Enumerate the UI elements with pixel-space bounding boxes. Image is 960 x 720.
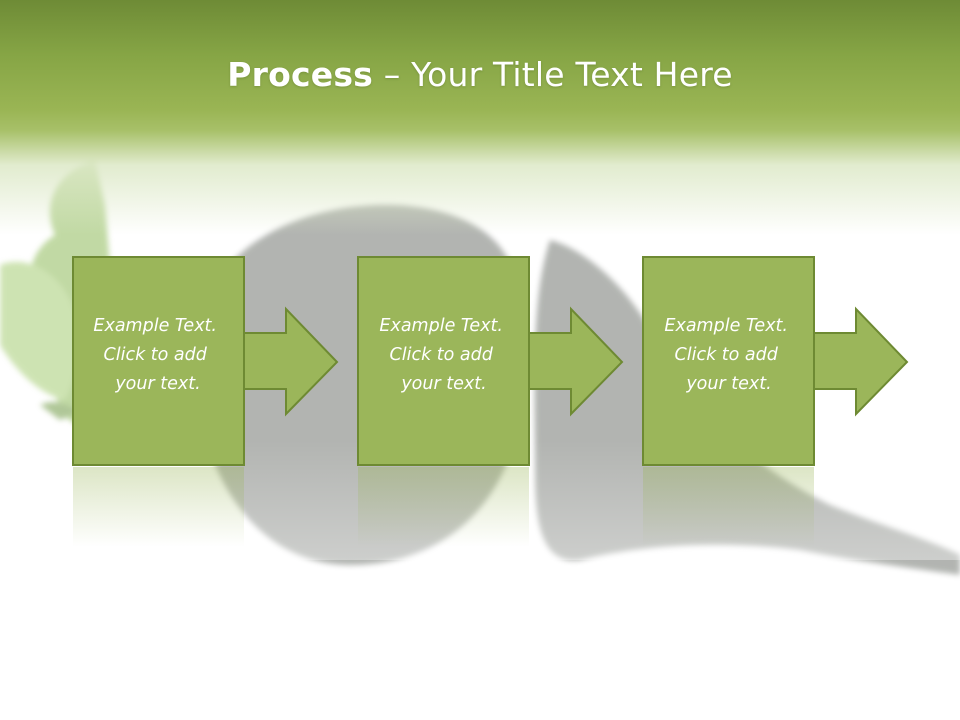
step-3-line-1: Example Text. [664, 316, 788, 336]
title-banner [0, 0, 960, 240]
slide-title[interactable]: Process – Your Title Text Here [0, 52, 960, 98]
step-1-line-2: Click to add [104, 345, 208, 365]
process-step-2[interactable]: Example Text. Click to add your text. [357, 256, 624, 466]
step-1-box [72, 256, 245, 466]
step-3-line-2: Click to add [675, 345, 779, 365]
step-1-reflection [73, 467, 244, 547]
step-2-line-3: your text. [400, 374, 486, 394]
step-3-reflection [643, 467, 814, 547]
step-2-line-2: Click to add [390, 345, 494, 365]
step-3-box [642, 256, 815, 466]
title-strong: Process [227, 55, 374, 94]
process-step-1[interactable]: Example Text. Click to add your text. [72, 256, 339, 466]
step-2-arrow [528, 306, 624, 417]
step-1-line-1: Example Text. [93, 316, 217, 336]
reflection-group [73, 467, 814, 547]
title-rest: – Your Title Text Here [373, 55, 733, 94]
step-1-line-3: your text. [114, 374, 200, 394]
step-2-line-1: Example Text. [379, 316, 503, 336]
step-1-arrow [243, 306, 339, 417]
step-2-reflection [358, 467, 529, 547]
svg-text:Example Text. Click t: Example Text. Click to add your text. [664, 316, 793, 394]
svg-text:Example Text. Click t: Example Text. Click to add your text. [93, 316, 222, 394]
svg-text:Example Text. Click t: Example Text. Click to add your text. [379, 316, 508, 394]
process-step-3[interactable]: Example Text. Click to add your text. [642, 256, 909, 466]
step-2-box [357, 256, 530, 466]
step-3-line-3: your text. [685, 374, 771, 394]
step-3-arrow [813, 306, 909, 417]
